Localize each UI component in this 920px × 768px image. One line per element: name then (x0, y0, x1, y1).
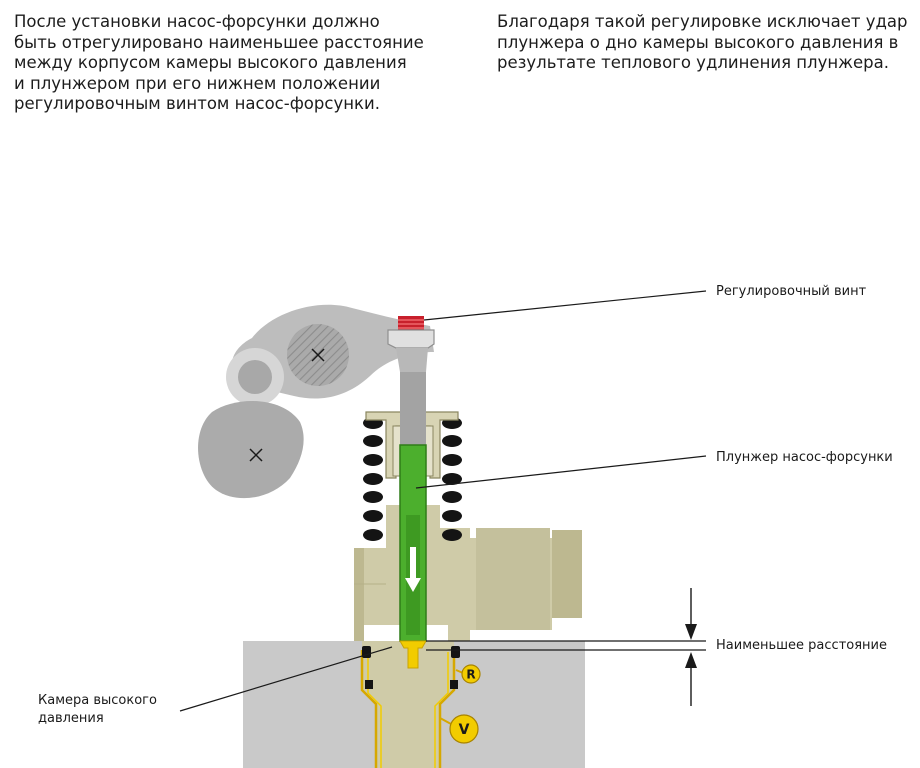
rocker-arm (226, 304, 434, 406)
svg-text:R: R (466, 668, 475, 682)
marker-r: R (455, 664, 481, 684)
intro-paragraph-left: После установки насос-форсунки должно бы… (14, 12, 424, 113)
adjusting-screw (387, 316, 435, 372)
label-min-distance: Наименьшее расстояние (716, 638, 887, 653)
down-arrow-icon (405, 578, 421, 592)
injector-body (354, 505, 582, 641)
camshaft (198, 401, 304, 499)
return-spring (363, 417, 462, 541)
label-chamber-line2: давления (38, 711, 104, 726)
leader-lines (179, 290, 707, 712)
arrow-down-icon (685, 624, 697, 640)
marker-v: V (439, 714, 479, 744)
min-distance-dimension (685, 588, 697, 706)
arrow-up-icon (685, 652, 697, 668)
injector-barrel (360, 641, 460, 768)
label-chamber-line1: Камера высокого (38, 693, 157, 708)
plunger (399, 372, 427, 669)
svg-text:V: V (459, 722, 470, 738)
label-plunger: Плунжер насос-форсунки (716, 450, 893, 465)
label-adjusting-screw: Регулировочный винт (716, 284, 867, 299)
intro-paragraph-right: Благодаря такой регулировке исключает уд… (497, 12, 908, 72)
